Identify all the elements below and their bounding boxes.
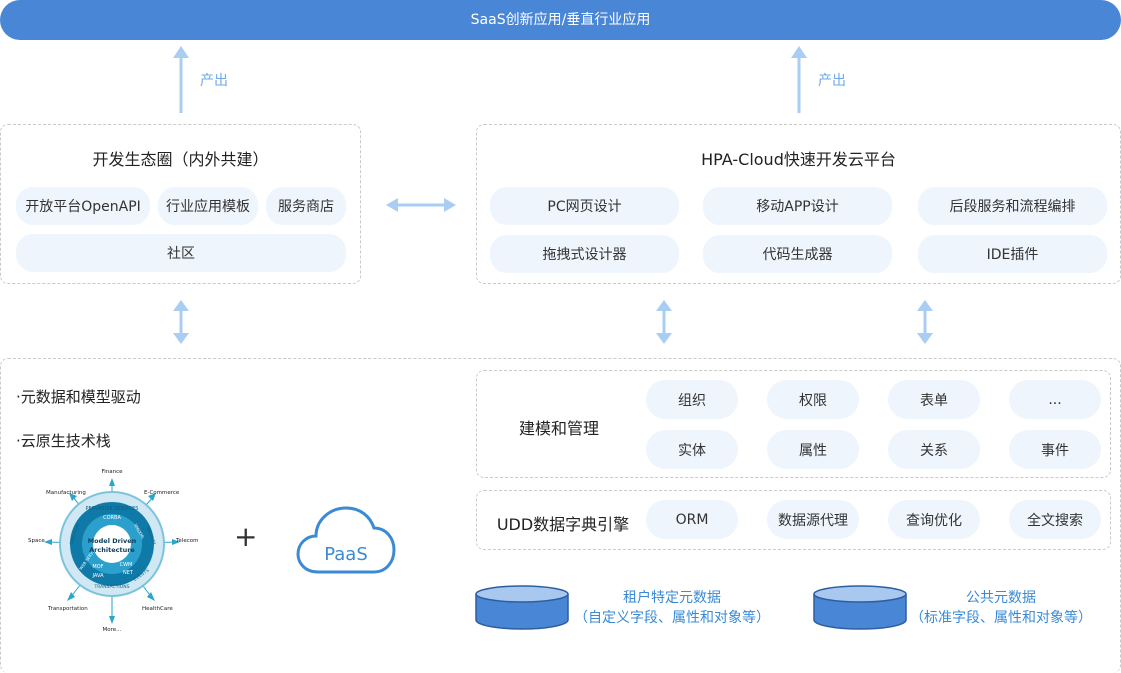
mda-ring-transactions: TRANSACTIONS: [93, 584, 129, 590]
service-store-item[interactable]: 服务商店: [266, 187, 346, 225]
fulltext-search-item[interactable]: 全文搜索: [1009, 500, 1101, 539]
ide-plugin-item[interactable]: IDE插件: [918, 235, 1107, 273]
datasource-proxy-item[interactable]: 数据源代理: [767, 500, 859, 539]
mda-ring-net: NET: [123, 570, 134, 576]
mda-outer-space: Space: [28, 538, 45, 544]
right-output-label: 产出: [818, 73, 846, 89]
public-database-icon: [813, 585, 907, 630]
ecosystem-panel: [0, 124, 361, 284]
mda-outer-more: More...: [103, 627, 122, 633]
bullet-cloud-native: ·云原生技术栈: [16, 432, 111, 450]
paas-cloud-icon: PaaS: [296, 506, 396, 574]
org-item[interactable]: 组织: [646, 380, 738, 419]
tenant-metadata-line1: 租户特定元数据: [623, 590, 721, 606]
drag-designer-item[interactable]: 拖拽式设计器: [490, 235, 679, 273]
ecosystem-bottom-arrow: [173, 300, 189, 344]
platform-bottom-arrow-right: [917, 300, 933, 344]
platform-title: HPA-Cloud快速开发云平台: [701, 150, 896, 169]
tenant-metadata-line2: （自定义字段、属性和对象等）: [574, 610, 770, 626]
mda-outer-finance: Finance: [101, 469, 123, 475]
plus-sign: +: [234, 520, 258, 553]
mda-ring-security: SECURITY: [146, 525, 158, 546]
entity-item[interactable]: 实体: [646, 430, 738, 469]
mda-center-line1: Model Driven: [88, 537, 137, 545]
modeling-title: 建模和管理: [518, 419, 599, 438]
mda-inner-uml: UML: [107, 525, 118, 531]
pc-web-design-item[interactable]: PC网页设计: [490, 187, 679, 225]
mda-outer-telecom: Telecom: [175, 538, 198, 544]
mda-inner-mof: MOF: [92, 564, 103, 570]
platform-bottom-arrow-left: [656, 300, 672, 344]
attribute-item[interactable]: 属性: [767, 430, 859, 469]
mda-outer-transportation: Transportation: [47, 606, 88, 612]
mda-outer-manufacturing: Manufacturing: [46, 490, 86, 496]
query-optimization-item[interactable]: 查询优化: [888, 500, 980, 539]
mda-outer-ecommerce: E-Commerce: [144, 490, 180, 496]
orm-item[interactable]: ORM: [646, 500, 738, 539]
tenant-database-icon: [475, 585, 569, 630]
public-metadata-line1: 公共元数据: [966, 590, 1036, 606]
ecosystem-title: 开发生态圈（内外共建）: [92, 150, 269, 169]
more-item[interactable]: ...: [1009, 380, 1101, 419]
public-metadata-line2: （标准字段、属性和对象等）: [910, 610, 1092, 626]
community-item[interactable]: 社区: [16, 234, 346, 272]
code-generator-item[interactable]: 代码生成器: [703, 235, 892, 273]
mda-ring-corba: CORBA: [103, 515, 121, 521]
paas-label: PaaS: [324, 544, 368, 565]
mda-ring-pervasive: PERVASIVE SERVICES: [86, 506, 139, 512]
ecosystem-platform-link-arrow: [386, 198, 456, 212]
relation-item[interactable]: 关系: [888, 430, 980, 469]
event-item[interactable]: 事件: [1009, 430, 1101, 469]
mda-outer-healthcare: HealthCare: [142, 606, 173, 612]
form-item[interactable]: 表单: [888, 380, 980, 419]
bullet-metadata: ·元数据和模型驱动: [16, 388, 141, 406]
left-output-label: 产出: [200, 73, 228, 89]
mda-center-line2: Architecture: [89, 546, 135, 554]
udd-panel: [476, 490, 1111, 550]
permission-item[interactable]: 权限: [767, 380, 859, 419]
mobile-app-design-item[interactable]: 移动APP设计: [703, 187, 892, 225]
mda-diagram: PERVASIVE SERVICES CORBA JAVA NET WEB SE…: [28, 469, 198, 633]
openapi-item[interactable]: 开放平台OpenAPI: [16, 187, 150, 225]
udd-title: UDD数据字典引擎: [496, 515, 630, 534]
industry-template-item[interactable]: 行业应用模板: [158, 187, 258, 225]
mda-inner-cwm: CWM: [120, 562, 133, 568]
left-output-arrow: [173, 46, 189, 113]
right-output-arrow: [791, 46, 807, 113]
modeling-panel: [476, 370, 1111, 478]
mda-ring-java: JAVA: [91, 573, 104, 579]
backend-orchestration-item[interactable]: 后段服务和流程编排: [918, 187, 1107, 225]
saas-top-bar: SaaS创新应用/垂直行业应用: [0, 0, 1121, 40]
